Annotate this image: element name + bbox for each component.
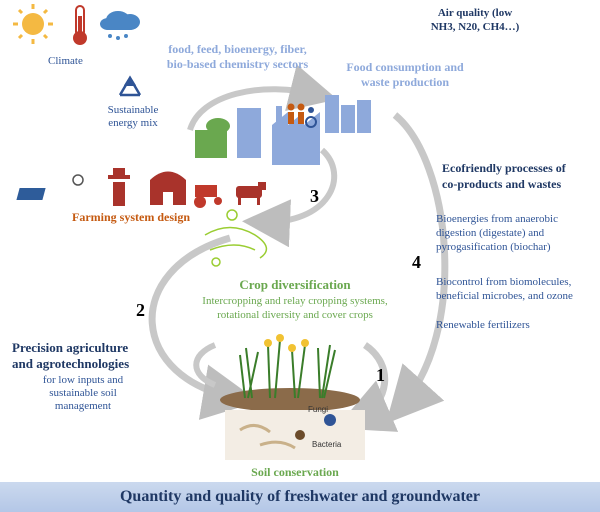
cycle-number-1: 1: [376, 365, 385, 385]
ecofriendly-item-bioenergy: Bioenergies from anaerobic digestion (di…: [436, 213, 558, 253]
crop-diversification-title: Crop diversification: [239, 277, 351, 292]
soil-conservation-label: Soil conservation: [251, 465, 339, 479]
solar-panel-icon: [16, 174, 84, 200]
freshwater-banner: Quantity and quality of freshwater and g…: [0, 482, 600, 512]
bacteria-label: Bacteria: [312, 440, 342, 449]
climate-label: Climate: [48, 55, 83, 67]
landscape-icon: [204, 209, 268, 267]
sun-icon: [13, 4, 53, 44]
tractor-icon: [194, 185, 222, 208]
ecofriendly-item-fertilizers: Renewable fertilizers: [436, 319, 530, 331]
cycle-number-3: 3: [310, 186, 319, 206]
precision-ag-title: Precision agriculture and agrotechnologi…: [12, 340, 130, 371]
energy-mix-label: Sustainable energy mix: [107, 104, 159, 129]
rain-cloud-icon: [100, 11, 140, 40]
cycle-number-2: 2: [136, 300, 145, 320]
fungi-label: Fungi: [308, 405, 329, 414]
plants-icon: [220, 334, 360, 412]
freshwater-banner-text: Quantity and quality of freshwater and g…: [119, 488, 481, 505]
arrow-cycle-3-top: [187, 64, 338, 132]
farmer-icon: [108, 168, 130, 206]
recycle-icon: [118, 75, 142, 97]
farming-system-label: Farming system design: [72, 210, 190, 224]
precision-ag-desc: for low inputs and sustainable soil mana…: [42, 374, 124, 412]
thermometer-icon: [73, 5, 87, 45]
ecofriendly-item-biocontrol: Biocontrol from biomolecules, beneficial…: [436, 276, 573, 302]
soil-life-illustration: [225, 410, 365, 460]
arrow-cycle-2: [148, 234, 259, 420]
cycle-number-4: 4: [412, 252, 421, 272]
barn-icon: [150, 171, 186, 205]
sectors-label: food, feed, bioenergy, fiber, bio-based …: [166, 42, 309, 71]
people-icon: [287, 103, 317, 128]
arrow-cycle-4: [385, 112, 449, 424]
cow-icon: [236, 182, 266, 205]
arrow-cycle-3-right: [242, 147, 338, 248]
ecofriendly-title: Ecofriendly processes of co-products and…: [442, 161, 566, 191]
air-quality-label: Air quality (low NH3, N20, CH4…): [430, 7, 520, 33]
crop-diversification-desc: Intercropping and relay cropping systems…: [202, 295, 388, 321]
factory-icon: [195, 106, 320, 165]
arrow-cycle-1: [335, 342, 399, 432]
city-icon: [325, 95, 371, 133]
food-consumption-label: Food consumption and waste production: [346, 60, 464, 89]
arrow-cycle-2b: [193, 342, 217, 388]
